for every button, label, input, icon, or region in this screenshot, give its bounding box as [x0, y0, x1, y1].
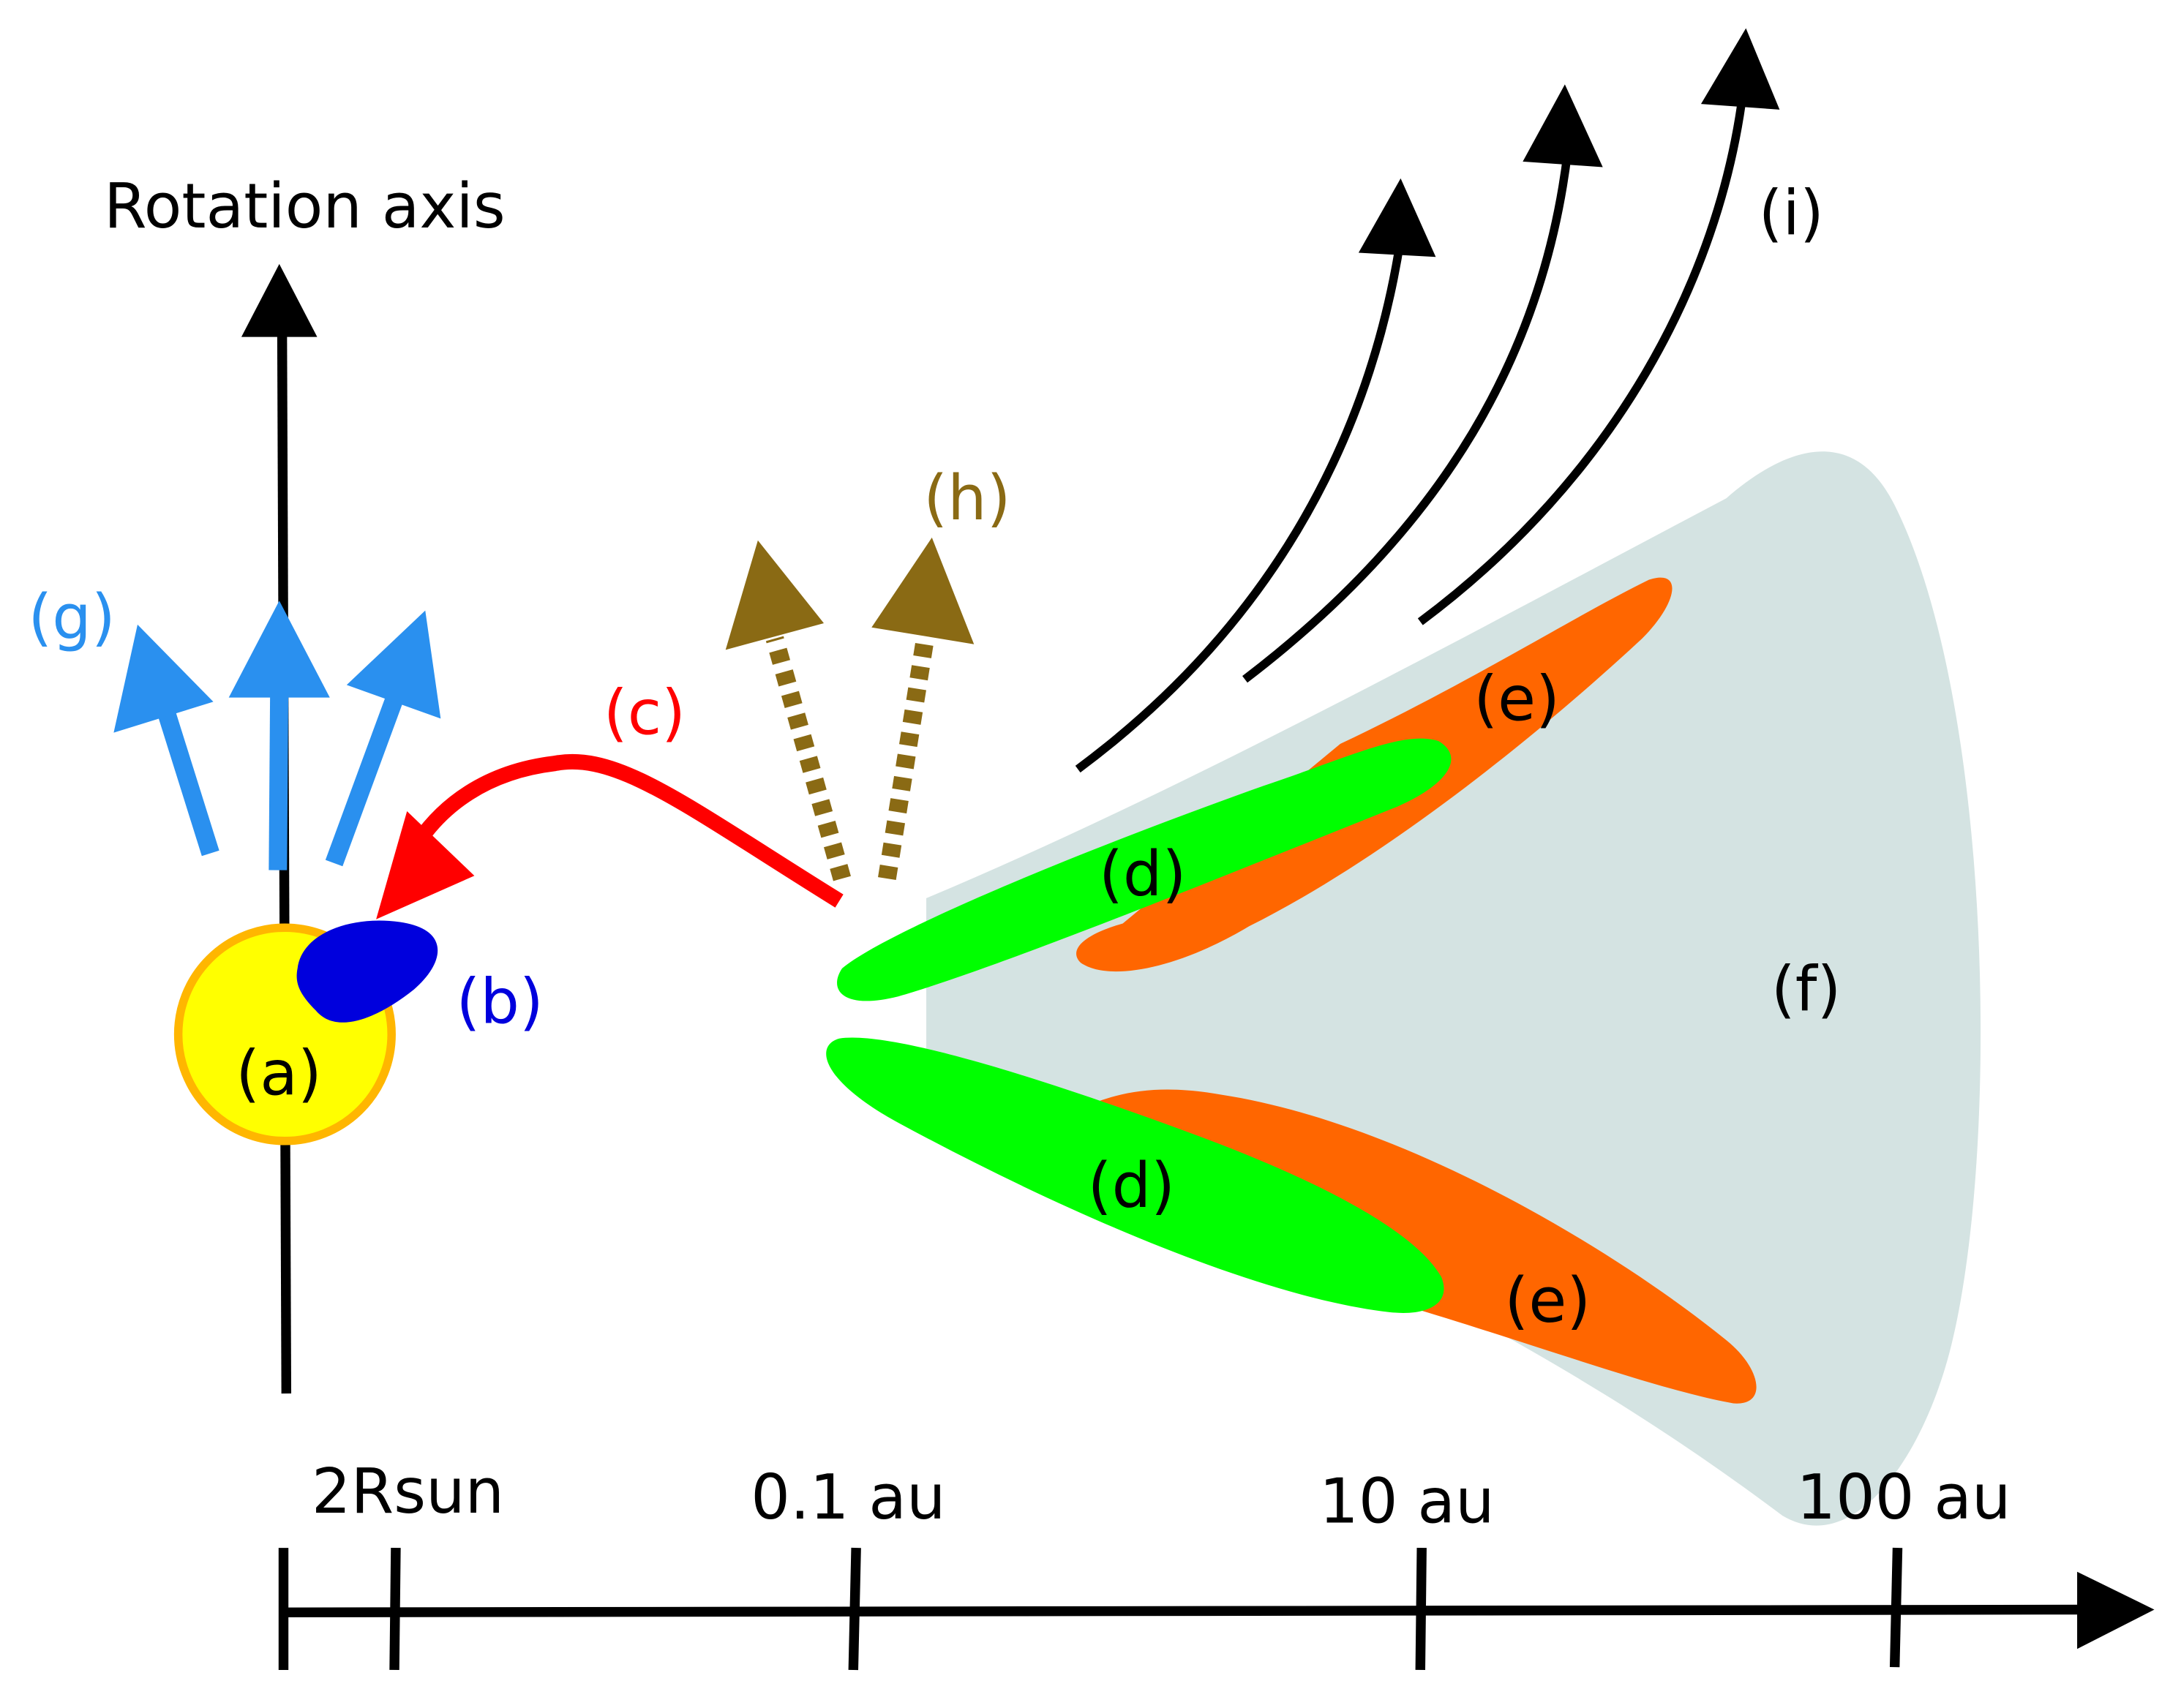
- outer-disk-region-f: [926, 451, 1981, 1526]
- label-h: (h): [923, 462, 1010, 534]
- scale-tick-0-1-au: [848, 1547, 861, 1671]
- label-f: (f): [1771, 953, 1842, 1025]
- label-d-upper: (d): [1099, 838, 1186, 910]
- label-i: (i): [1759, 178, 1824, 249]
- scale-label-0-1-au: 0.1 au: [751, 1461, 945, 1533]
- label-b: (b): [456, 966, 543, 1038]
- label-g: (g): [28, 582, 115, 653]
- scale-tick-2rsun: [389, 1548, 401, 1671]
- label-d-lower: (d): [1088, 1150, 1175, 1222]
- rotation-axis-label: Rotation axis: [104, 170, 506, 242]
- label-e-upper: (e): [1474, 663, 1560, 734]
- jet-arrows-g: [113, 601, 441, 870]
- label-c: (c): [604, 677, 686, 748]
- label-a: (a): [236, 1037, 322, 1109]
- scale-tick-10-au: [1415, 1548, 1427, 1671]
- upper-disk-d: [837, 738, 1452, 1001]
- accretion-arrowhead-c: [376, 810, 475, 919]
- scale-label-100-au: 100 au: [1796, 1461, 2011, 1533]
- scale-tick-100-au: [1889, 1547, 1903, 1668]
- distance-scale-axis: [278, 1547, 2155, 1671]
- accretion-arrow-c: [411, 753, 844, 908]
- label-e-lower: (e): [1504, 1265, 1591, 1336]
- lower-disk-d: [826, 1037, 1444, 1313]
- scale-label-2rsun: 2Rsun: [312, 1456, 504, 1527]
- rotation-axis-arrowhead: [241, 263, 318, 337]
- wind-arrows-i: [1075, 28, 1780, 773]
- scale-label-10-au: 10 au: [1319, 1466, 1494, 1538]
- dotted-arrows-h: [725, 537, 975, 881]
- blob-b: [296, 920, 438, 1023]
